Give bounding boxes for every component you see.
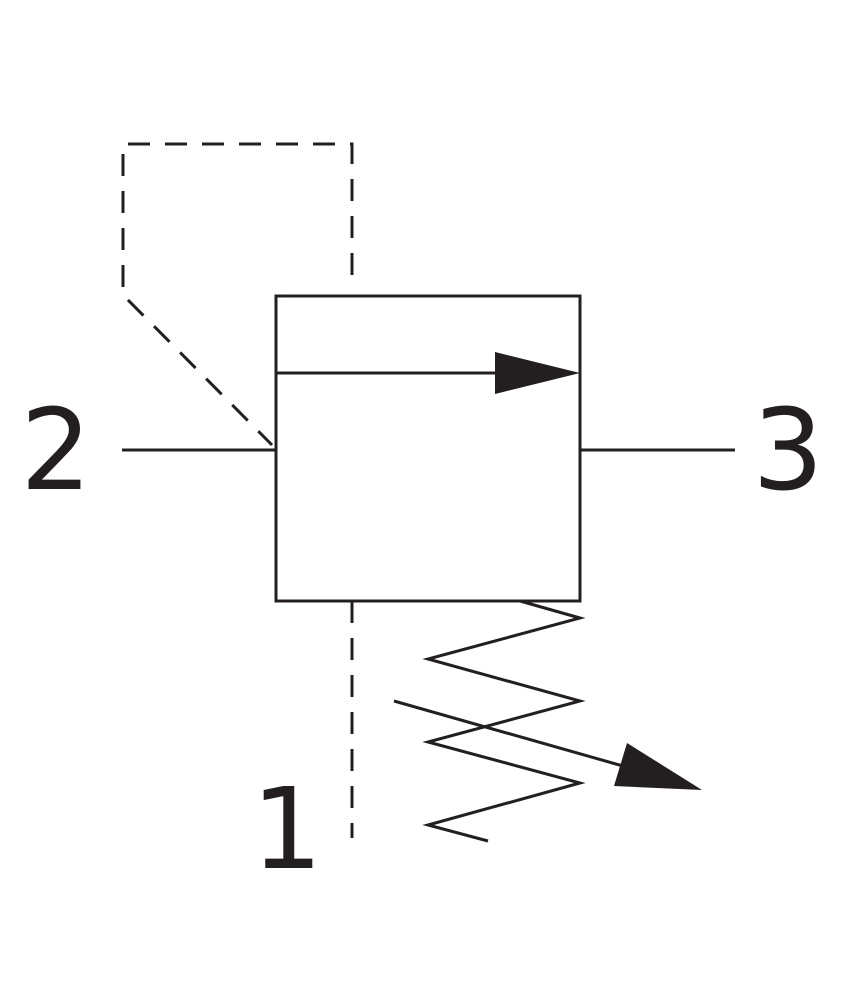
adjustment-arrow-line [393,699,631,770]
port-label-1: 1 [251,765,322,895]
port-label-2: 2 [20,386,91,516]
flow-arrowhead [495,352,580,394]
valve-body [274,294,582,603]
adjustment-arrowhead [614,743,702,790]
spring [422,599,586,843]
port-label-3: 3 [752,386,823,516]
pilot-line-upper [121,142,354,447]
